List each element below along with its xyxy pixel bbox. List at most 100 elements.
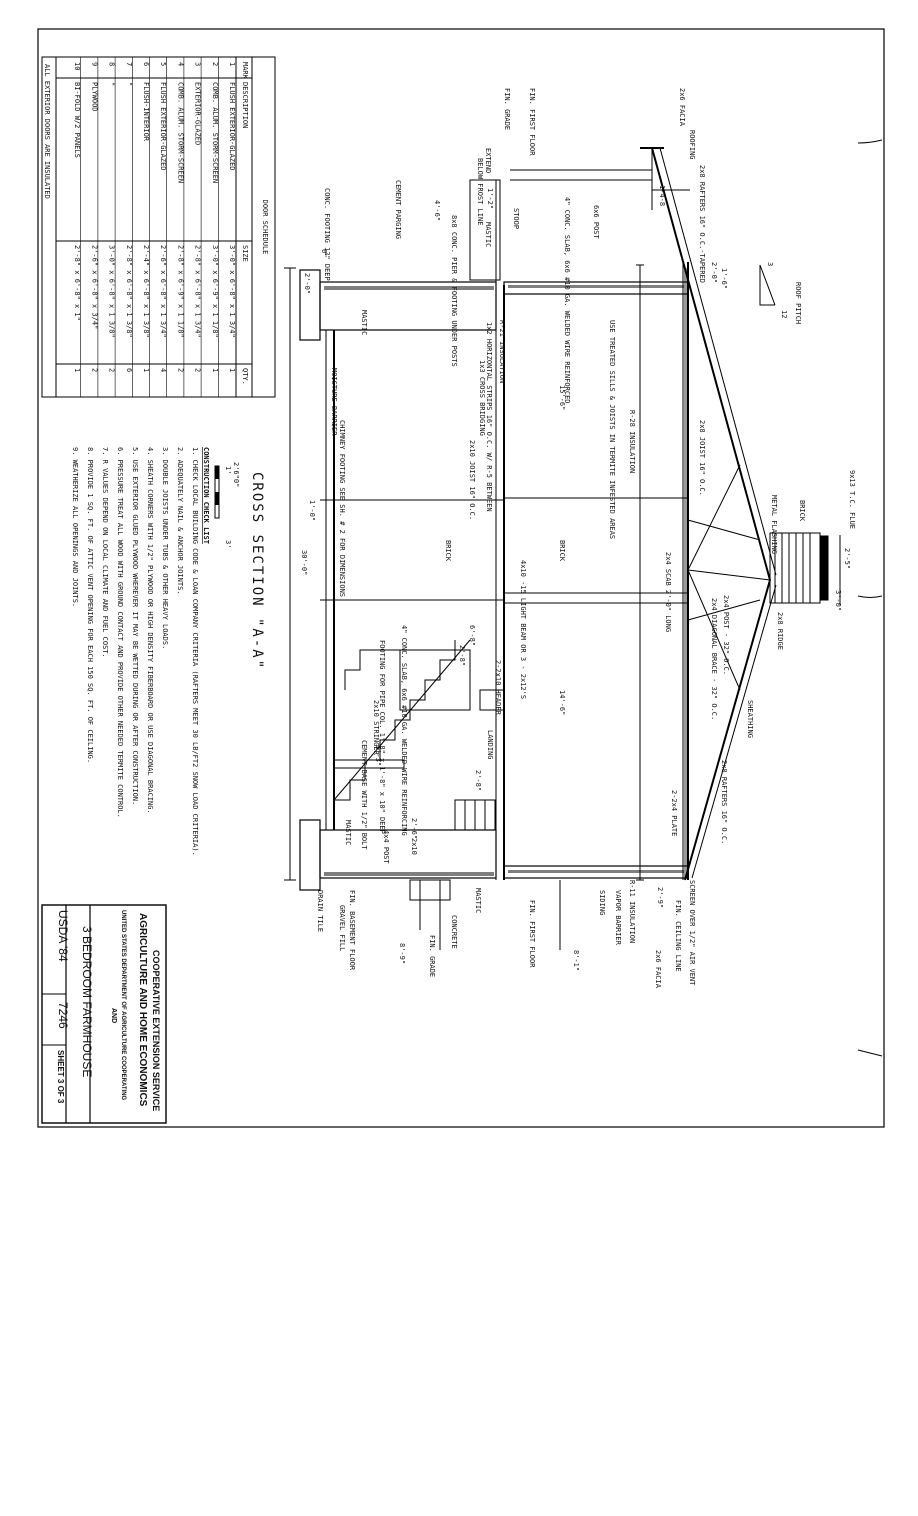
door-schedule-footnote: ALL EXTERIOR DOORS ARE INSULATED	[43, 64, 51, 199]
svg-text:3: 3	[766, 262, 774, 266]
label-conc-slab-b: 4" CONC. SLAB, 6x6 #10 GA. WELDED WIRE R…	[400, 625, 408, 836]
label-diag-brace: 2x4 DIAGONAL BRACE - 32" O.C.	[710, 598, 718, 720]
label-dim-2-9: 2'-9"	[656, 887, 664, 908]
schedule-cell: 2'-8" x 6'-8" x 1 3/8"	[125, 245, 133, 338]
checklist-item: 5. USE EXTERIOR GLUED PLYWOOD WHEREVER I…	[131, 447, 139, 805]
label-vapor-barrier: VAPOR BARRIER	[614, 890, 622, 946]
label-light-beam: 4x10 -15 LIGHT BEAM OR 3 - 2x12'S	[519, 560, 527, 699]
svg-text:3': 3'	[224, 540, 232, 548]
label-twox10: 2x10	[410, 838, 418, 855]
label-brick-top: BRICK	[798, 500, 806, 522]
label-dim-15-6: 15'-6"	[558, 385, 566, 410]
schedule-cell: 2'-8" x 6'-8" x 1"	[73, 245, 81, 321]
schedule-cell: 10	[73, 62, 81, 70]
label-dim-1-2: 1'-2"	[486, 188, 494, 209]
label-dim-3-0: 3'-0"	[834, 590, 842, 611]
schedule-cell: 2'-6" x 6'-8" x 3/4"	[90, 245, 98, 329]
schedule-cell: 6	[142, 62, 150, 66]
schedule-cell: 1	[228, 62, 236, 66]
schedule-cell: "	[125, 82, 133, 86]
label-sheathing: SHEATHING	[746, 700, 754, 738]
schedule-cell: 4	[159, 368, 167, 372]
label-stoop: STOOP	[512, 208, 520, 229]
schedule-cell: FLUSH-INTERIOR	[142, 82, 150, 142]
schedule-cell: 2'-4" x 6'-8" x 1 3/8"	[142, 245, 150, 338]
section-title: CROSS SECTION "A-A"	[249, 472, 265, 670]
schedule-cell: "	[108, 82, 116, 86]
schedule-cell: PLYWOOD	[90, 82, 98, 112]
label-r11: R-11 INSULATION	[628, 880, 636, 943]
label-dim-6-3: 6'-3"	[374, 745, 382, 766]
label-dim-6: 6"	[320, 249, 328, 257]
schedule-cell: BI-FOLD W/2 PANELS	[73, 82, 81, 158]
roof-pitch-indicator: 3 12 ROOF PITCH	[759, 262, 802, 324]
svg-text:ROOF PITCH: ROOF PITCH	[794, 282, 802, 324]
schedule-cell: 2'-6" x 6'-8" x 1 3/4"	[159, 245, 167, 338]
title-and: AND	[110, 1008, 117, 1023]
building-geometry	[284, 147, 841, 950]
label-plate: 2-2x4 PLATE	[670, 790, 678, 836]
schedule-cell: 3	[194, 62, 202, 66]
checklist-item: 8. PROVIDE 1 SQ. FT. OF ATTIC VENT OPENI…	[86, 447, 94, 763]
schedule-cell: FLUSH EXTERIOR-GLAZED	[228, 82, 236, 171]
label-dim-1-4-8: 1-4-8	[658, 185, 666, 206]
label-pipe-col: FOOTING FOR PIPE COL. 1'-8" x 1'-8" x 10…	[378, 640, 386, 834]
label-rafters-tapered: 2x8 RAFTERS 16" O.C.-TAPERED	[698, 165, 706, 283]
schedule-header-mark: MARK	[241, 62, 249, 80]
label-concrete: CONCRETE	[450, 915, 458, 949]
label-dim-1-6: 1'-6"	[720, 268, 728, 289]
label-dim-6-8: 6'-8"	[468, 625, 476, 646]
label-fin-basement: FIN. BASEMENT FLOOR	[348, 890, 356, 971]
schedule-cell: COMB. ALUM. STORM-SCREEN	[211, 82, 219, 183]
schedule-cell: 1	[142, 368, 150, 372]
label-ridge: 2x8 RIDGE	[776, 612, 784, 650]
svg-text:2'6"0": 2'6"0"	[232, 462, 240, 487]
label-dim-2-0: 2'-0"	[710, 262, 718, 283]
label-dim-1-0: 1'-0"	[308, 500, 316, 521]
schedule-cell: 2	[176, 368, 184, 372]
label-stringer: 2x10 STRINGER	[372, 700, 380, 756]
title-line2: AGRICULTURE AND HOME ECONOMICS	[137, 913, 148, 1107]
label-header: 2-2x10 HEADER	[494, 660, 502, 716]
label-conc-footing: CONC. FOOTING 12" DEEP	[323, 188, 331, 281]
label-moisture-barrier: MOISTURE BARRIER	[330, 368, 338, 436]
schedule-cell: COMB. ALUM. STORM-SCREEN	[176, 82, 184, 183]
label-fin-ceiling: FIN. CEILING LINE	[674, 900, 682, 972]
label-dim-14-6: 14'-6"	[558, 690, 566, 715]
sheet-number: SHEET 3 OF 3	[56, 1050, 65, 1104]
label-joist-2x10: 2x10 JOIST 16" O.C.	[468, 440, 476, 520]
label-landing: LANDING	[486, 730, 494, 760]
label-chimney-footing: CHIMNEY FOOTING SEE SH. # 2 FOR DIMENSIO…	[338, 420, 346, 597]
title-line3: UNITED STATES DEPARTMENT OF AGRICULTURE …	[120, 910, 126, 1101]
label-mastic-c: MASTIC	[344, 820, 352, 845]
label-dim-2-5: 2'-5"	[843, 548, 851, 569]
label-siding: SIDING	[598, 890, 606, 915]
punch-mark	[857, 139, 883, 144]
label-mastic-l: MASTIC	[484, 222, 492, 247]
label-r21: R-21 INSULATION	[498, 320, 506, 383]
schedule-cell: 5	[159, 62, 167, 66]
label-flue: 9x13 T.C. FLUE	[848, 470, 856, 529]
schedule-cell: 7	[125, 62, 133, 66]
label-horiz-strips: 1x2 HORIZONTAL STRIPS 16" O.C. W/ R-5 BE…	[485, 322, 493, 512]
label-dim-2-6: 2'-6"	[410, 818, 418, 839]
schedule-header-qty: QTY.	[241, 368, 249, 385]
checklist-item: 4. SHEATH CORNERS WITH 1/2" PLYWOOD OR H…	[146, 447, 154, 814]
schedule-cell: FLUSH EXTERIOR-GLAZED	[159, 82, 167, 171]
door-schedule-title: DOOR SCHEDULE	[261, 200, 269, 255]
label-dim-4-6: 4'-6"	[433, 200, 441, 221]
label-dim-2-8: 2'-8"	[458, 645, 466, 666]
svg-text:1': 1'	[224, 466, 232, 474]
label-scab: 2x4 SCAB 2'-0" LONG	[664, 552, 672, 632]
label-roofing: ROOFING	[688, 130, 696, 160]
schedule-header-description: DESCRIPTION	[241, 82, 249, 128]
schedule-cell: 3'-0" x 6'-9" x 1 1/8"	[211, 245, 219, 338]
schedule-cell: 2	[108, 368, 116, 372]
label-dim-8-9: 8'-9"	[398, 943, 406, 964]
checklist-item: 7. R VALUES DEPEND ON LOCAL CLIMATE AND …	[101, 447, 109, 658]
schedule-cell: 8	[108, 62, 116, 66]
schedule-cell: 2'-8" x 6'-9" x 1 1/8"	[176, 245, 184, 338]
label-fin-first-floor-r: FIN. FIRST FLOOR	[528, 900, 536, 968]
